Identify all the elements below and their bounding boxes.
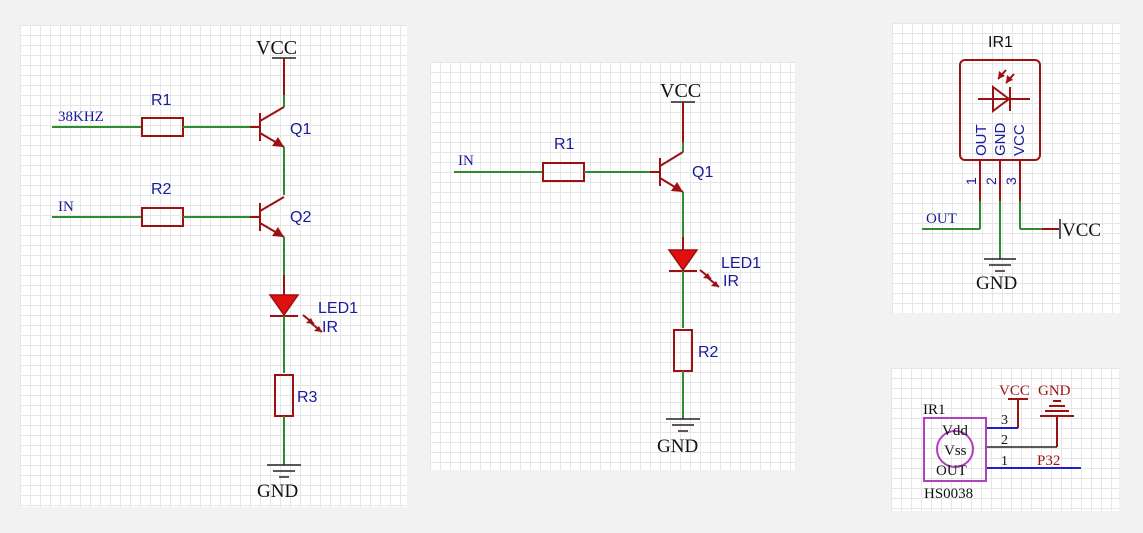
pin1-number: 1 xyxy=(1001,454,1008,469)
pin3-number: 3 xyxy=(1003,177,1019,185)
gnd-label: GND xyxy=(257,481,298,502)
schematic-panel-ir-receiver: IR1 OUT GND VCC 1 2 3 OUT xyxy=(892,23,1120,313)
pin3-number: 3 xyxy=(1001,413,1008,428)
led1-type-label: IR xyxy=(322,319,338,336)
ir1-ref-label: IR1 xyxy=(923,402,946,418)
vcc-label: VCC xyxy=(256,37,297,59)
q1-label: Q1 xyxy=(290,121,311,138)
r3-resistor xyxy=(274,374,294,417)
led1-label: LED1 xyxy=(318,300,358,317)
out-net-label: OUT xyxy=(926,211,957,227)
input-in-label: IN xyxy=(458,153,474,169)
part-number-label: HS0038 xyxy=(924,486,973,502)
pin1-number: 1 xyxy=(963,177,979,185)
schematic-panel-left: VCC 38KHZ R1 Q1 IN R2 xyxy=(20,25,407,507)
schematic-panel-middle: VCC IN R1 Q1 LED1 IR R2 xyxy=(430,62,795,470)
pin-gnd-label: GND xyxy=(992,123,1009,157)
pin2-number: 2 xyxy=(1001,433,1008,448)
hs0038-body xyxy=(923,417,987,482)
r1-resistor xyxy=(141,117,184,137)
gnd-symbol xyxy=(984,258,1016,272)
r1-label: R1 xyxy=(554,136,575,153)
gnd-symbol xyxy=(666,418,700,432)
pin-labels: OUT GND VCC xyxy=(973,123,1028,157)
input-38khz-label: 38KHZ xyxy=(58,109,104,125)
q2-label: Q2 xyxy=(290,209,311,226)
r1-label: R1 xyxy=(151,92,172,109)
schematic-panel-hs0038: VCC GND 3 2 1 P32 IR1 Vdd Vss OUT HS0038 xyxy=(891,368,1119,511)
vdd-label: Vdd xyxy=(942,423,968,439)
r3-label: R3 xyxy=(297,389,318,406)
vcc-net-label: VCC xyxy=(1062,220,1101,241)
q2-transistor xyxy=(250,196,285,238)
led1-diode xyxy=(268,275,323,333)
pin-vcc-label: VCC xyxy=(1011,124,1028,156)
r2-label: R2 xyxy=(151,181,172,198)
q1-transistor xyxy=(250,106,285,148)
left-schematic: VCC 38KHZ R1 Q1 IN R2 xyxy=(52,37,358,502)
out-label: OUT xyxy=(936,463,967,479)
r2-resistor xyxy=(673,329,693,372)
photodiode-icon xyxy=(978,69,1030,113)
ir-receiver-schematic: IR1 OUT GND VCC 1 2 3 OUT xyxy=(922,34,1101,294)
sensor-lens xyxy=(936,430,974,468)
vcc-label: VCC xyxy=(999,383,1030,399)
ir1-ref-label: IR1 xyxy=(988,34,1013,51)
net-p32-label: P32 xyxy=(1037,453,1060,469)
r2-resistor xyxy=(141,207,184,227)
led1-type-label: IR xyxy=(723,273,739,290)
led1-label: LED1 xyxy=(721,255,761,272)
gnd-label: GND xyxy=(657,436,698,457)
pin-out-label: OUT xyxy=(973,124,990,156)
led1-diode xyxy=(667,237,720,288)
q1-transistor xyxy=(650,151,684,193)
vss-label: Vss xyxy=(944,443,967,459)
gnd-symbol xyxy=(267,464,301,478)
r2-label: R2 xyxy=(698,344,719,361)
gnd-symbol xyxy=(1040,400,1074,447)
q1-label: Q1 xyxy=(692,164,713,181)
hs0038-schematic: VCC GND 3 2 1 P32 IR1 Vdd Vss OUT HS0038 xyxy=(923,383,1081,502)
gnd-net-label: GND xyxy=(976,273,1017,294)
vcc-label: VCC xyxy=(660,80,701,102)
input-in-label: IN xyxy=(58,199,74,215)
pin2-number: 2 xyxy=(983,177,999,185)
r1-resistor xyxy=(542,162,585,182)
gnd-label: GND xyxy=(1038,383,1071,399)
middle-schematic: VCC IN R1 Q1 LED1 IR R2 xyxy=(454,80,761,457)
